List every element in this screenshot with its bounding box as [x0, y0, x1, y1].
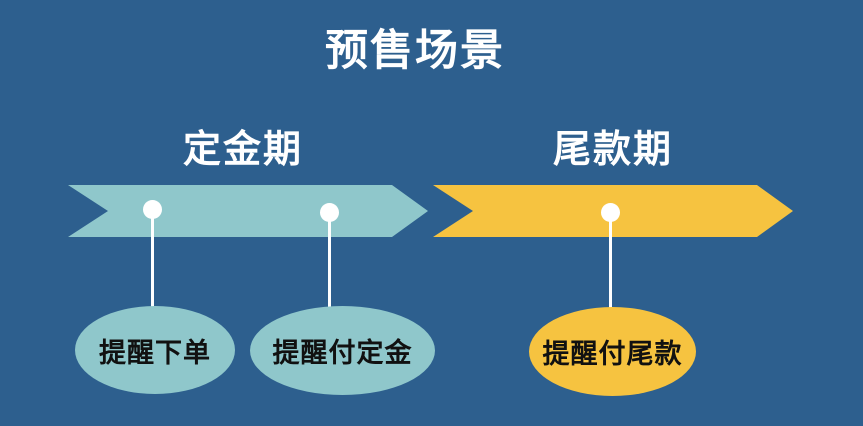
milestone-dot-order — [143, 200, 162, 219]
connector-line-deposit — [328, 212, 331, 310]
phase-label-balance: 尾款期 — [553, 129, 674, 171]
diagram-title: 预售场景 — [325, 27, 505, 75]
callout-remind-pay-deposit-label: 提醒付定金 — [272, 338, 413, 368]
callout-remind-pay-deposit: 提醒付定金 — [250, 306, 435, 395]
callout-remind-pay-balance: 提醒付尾款 — [529, 307, 696, 396]
connector-line-balance — [609, 212, 612, 310]
deposit-phase-arrow — [68, 185, 428, 237]
milestone-dot-balance — [601, 203, 620, 222]
callout-remind-order-label: 提醒下单 — [99, 337, 211, 368]
callout-remind-pay-balance-label: 提醒付尾款 — [542, 339, 683, 369]
milestone-dot-deposit — [320, 203, 339, 222]
connector-line-order — [151, 210, 154, 310]
phase-label-deposit: 定金期 — [183, 129, 304, 171]
callout-remind-order: 提醒下单 — [75, 306, 235, 394]
